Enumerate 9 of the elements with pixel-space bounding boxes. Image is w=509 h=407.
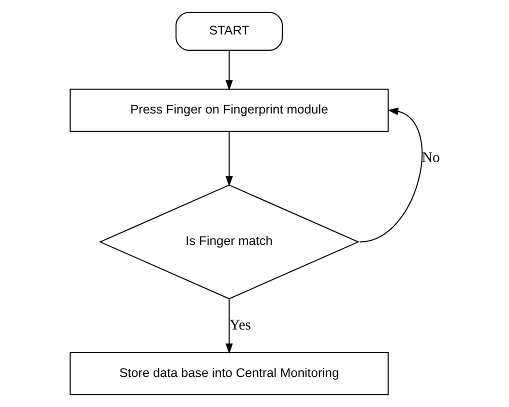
edge-label: Yes bbox=[229, 318, 250, 334]
node-box: START bbox=[175, 12, 282, 51]
arrow bbox=[225, 299, 232, 354]
node-diamond: Is Finger match bbox=[98, 184, 359, 300]
arrow bbox=[225, 132, 232, 187]
arrow bbox=[359, 108, 422, 242]
node-box: Press Finger on Fingerprint module bbox=[69, 88, 388, 132]
arrow bbox=[225, 50, 232, 91]
node-box: Store data base into Central Monitoring bbox=[69, 352, 388, 396]
